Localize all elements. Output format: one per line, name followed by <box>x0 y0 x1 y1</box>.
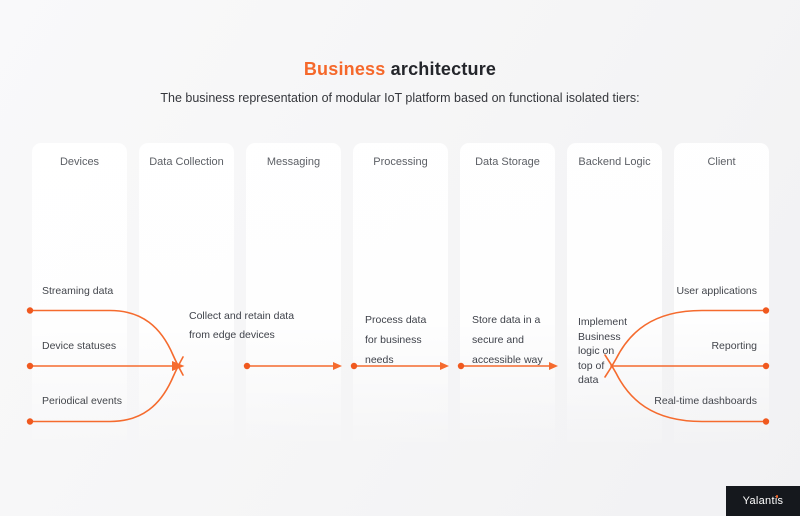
column-header-messaging: Messaging <box>266 156 321 168</box>
page-title-rest: architecture <box>385 59 497 79</box>
column-header-processing: Processing <box>373 156 428 168</box>
column-data-storage: Data Storage <box>460 143 555 458</box>
brand-logo: Yalantis <box>742 495 784 507</box>
desc-processing: Process data for business needs <box>365 314 427 366</box>
desc-data-storage: Store data in a secure and accessible wa… <box>472 314 543 366</box>
label-user-applications: User applications <box>676 285 757 297</box>
brand-logo-dot-icon <box>775 495 778 498</box>
column-processing: Processing <box>353 143 448 458</box>
column-messaging: Messaging <box>246 143 341 458</box>
column-header-client: Client <box>707 156 736 168</box>
label-reporting: Reporting <box>711 340 757 352</box>
column-backend-logic: Backend Logic <box>567 143 662 458</box>
column-devices: Devices <box>32 143 127 458</box>
page-subtitle: The business representation of modular I… <box>160 91 640 105</box>
column-header-backend-logic: Backend Logic <box>578 156 651 168</box>
column-header-data-collection: Data Collection <box>149 156 224 168</box>
label-realtime-dashboards: Real-time dashboards <box>654 395 757 407</box>
page-title: Business architecture <box>0 59 800 80</box>
column-header-devices: Devices <box>59 156 100 168</box>
label-periodical-events: Periodical events <box>42 395 122 407</box>
desc-data-collection: Collect and retain data from edge device… <box>189 310 295 341</box>
page-title-highlight: Business <box>303 59 386 79</box>
column-data-collection: Data Collection <box>139 143 234 458</box>
brand-badge: Yalantis <box>726 486 800 516</box>
label-streaming-data: Streaming data <box>42 285 114 297</box>
column-header-data-storage: Data Storage <box>475 156 540 168</box>
column-client: Client <box>674 143 769 458</box>
desc-backend-logic: Implement Business logic on top of data <box>578 316 628 386</box>
label-device-statuses: Device statuses <box>42 340 117 352</box>
